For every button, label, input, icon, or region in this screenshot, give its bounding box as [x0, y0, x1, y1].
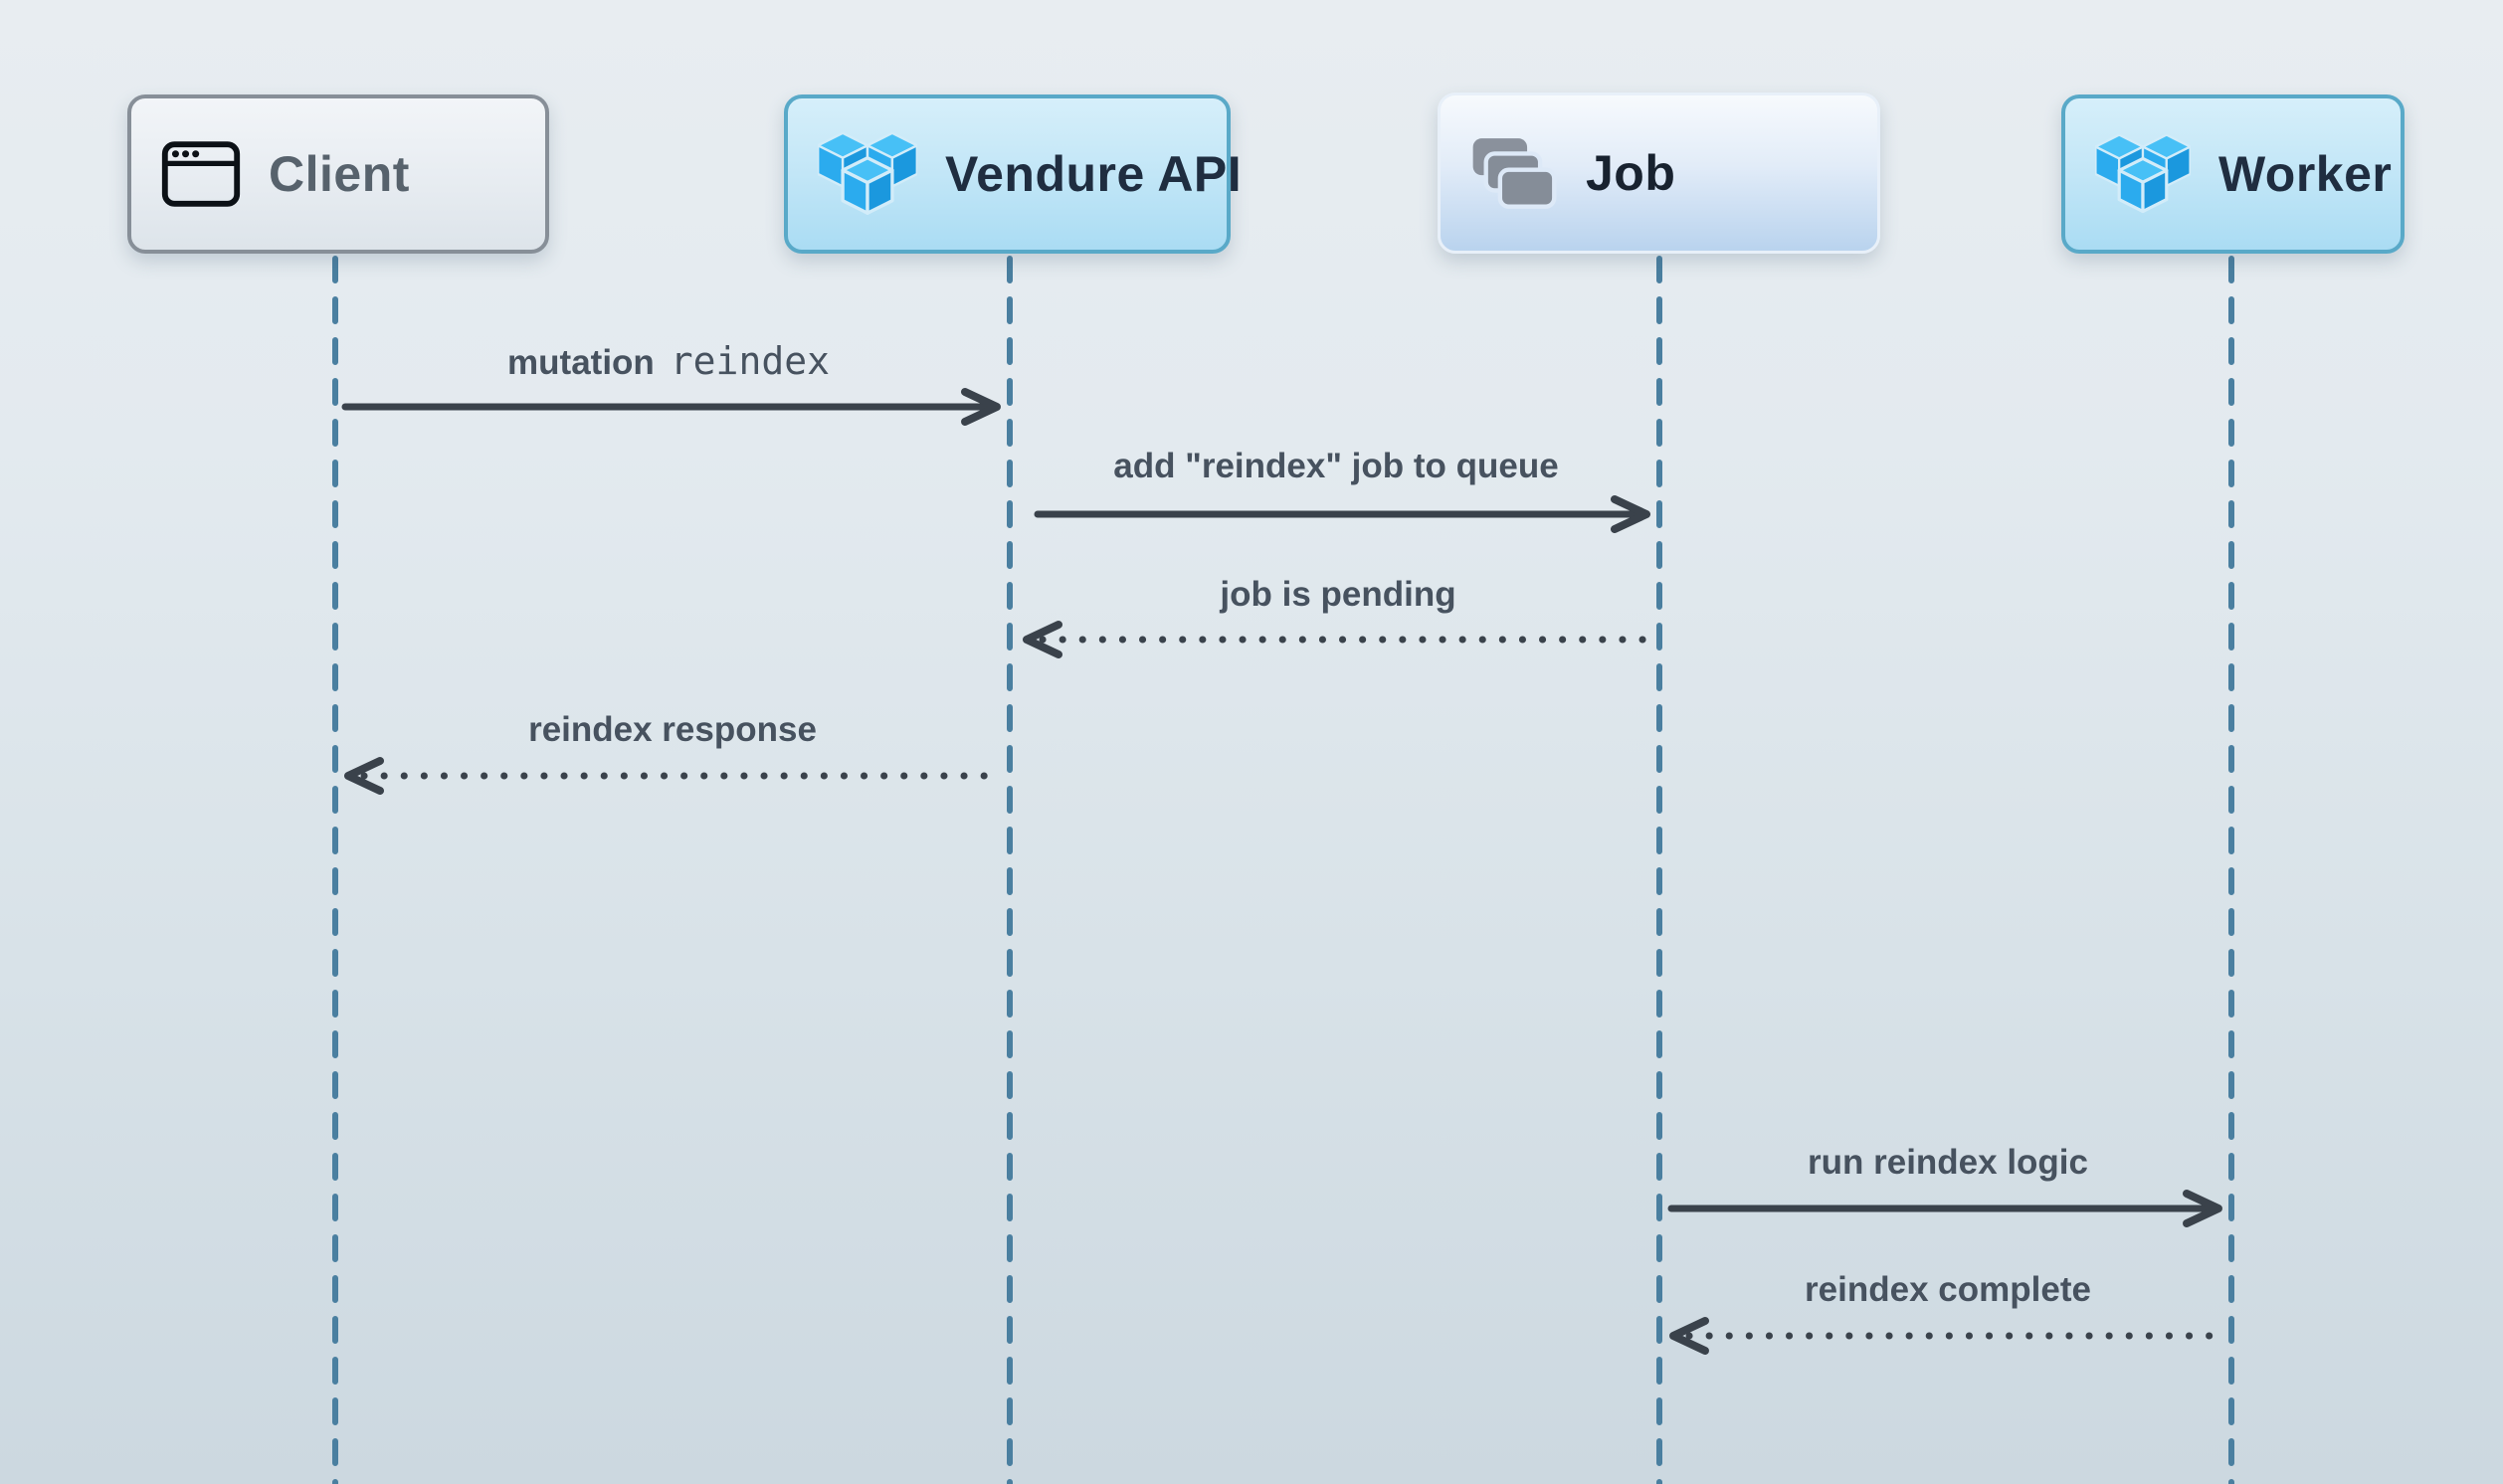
- message-arrow-add-job-to-queue: [1034, 495, 1650, 533]
- participant-worker-label: Worker: [2218, 146, 2393, 202]
- participant-job: Job: [1438, 93, 1880, 254]
- participant-worker: Worker: [2061, 94, 2405, 254]
- message-text: add "reindex" job to queue: [1113, 447, 1559, 485]
- participant-client: Client: [127, 94, 549, 254]
- message-label-run-reindex-logic: run reindex logic: [1808, 1143, 2088, 1183]
- message-label-add-job-to-queue: add "reindex" job to queue: [1113, 447, 1558, 486]
- participant-client-label: Client: [269, 146, 410, 202]
- participant-vendure-api-label: Vendure API: [945, 146, 1243, 202]
- browser-window-icon: [161, 141, 241, 207]
- message-arrow-run-reindex-logic: [1667, 1190, 2222, 1227]
- message-label-job-is-pending: job is pending: [1220, 575, 1455, 615]
- participant-vendure-api: Vendure API: [784, 94, 1242, 254]
- message-text: reindex response: [528, 710, 817, 749]
- message-arrow-mutation-reindex: [341, 388, 1001, 426]
- message-arrow-job-is-pending: [1023, 621, 1653, 658]
- vendure-logo-icon: [2095, 131, 2191, 217]
- message-label-reindex-complete: reindex complete: [1805, 1270, 2091, 1310]
- vendure-logo-icon: [818, 129, 917, 219]
- message-code-text: reindex: [670, 339, 830, 383]
- message-text: reindex complete: [1805, 1270, 2091, 1309]
- message-label-reindex-response: reindex response: [528, 710, 817, 750]
- message-arrow-reindex-complete: [1669, 1317, 2220, 1355]
- message-label-mutation-reindex: mutation reindex: [507, 339, 830, 383]
- message-arrow-reindex-response: [344, 757, 1001, 795]
- message-text: job is pending: [1220, 575, 1456, 614]
- stacked-cards-icon: [1470, 136, 1558, 210]
- participant-job-label: Job: [1586, 145, 1676, 201]
- message-text: run reindex logic: [1808, 1143, 2088, 1182]
- message-text: mutation: [507, 343, 655, 382]
